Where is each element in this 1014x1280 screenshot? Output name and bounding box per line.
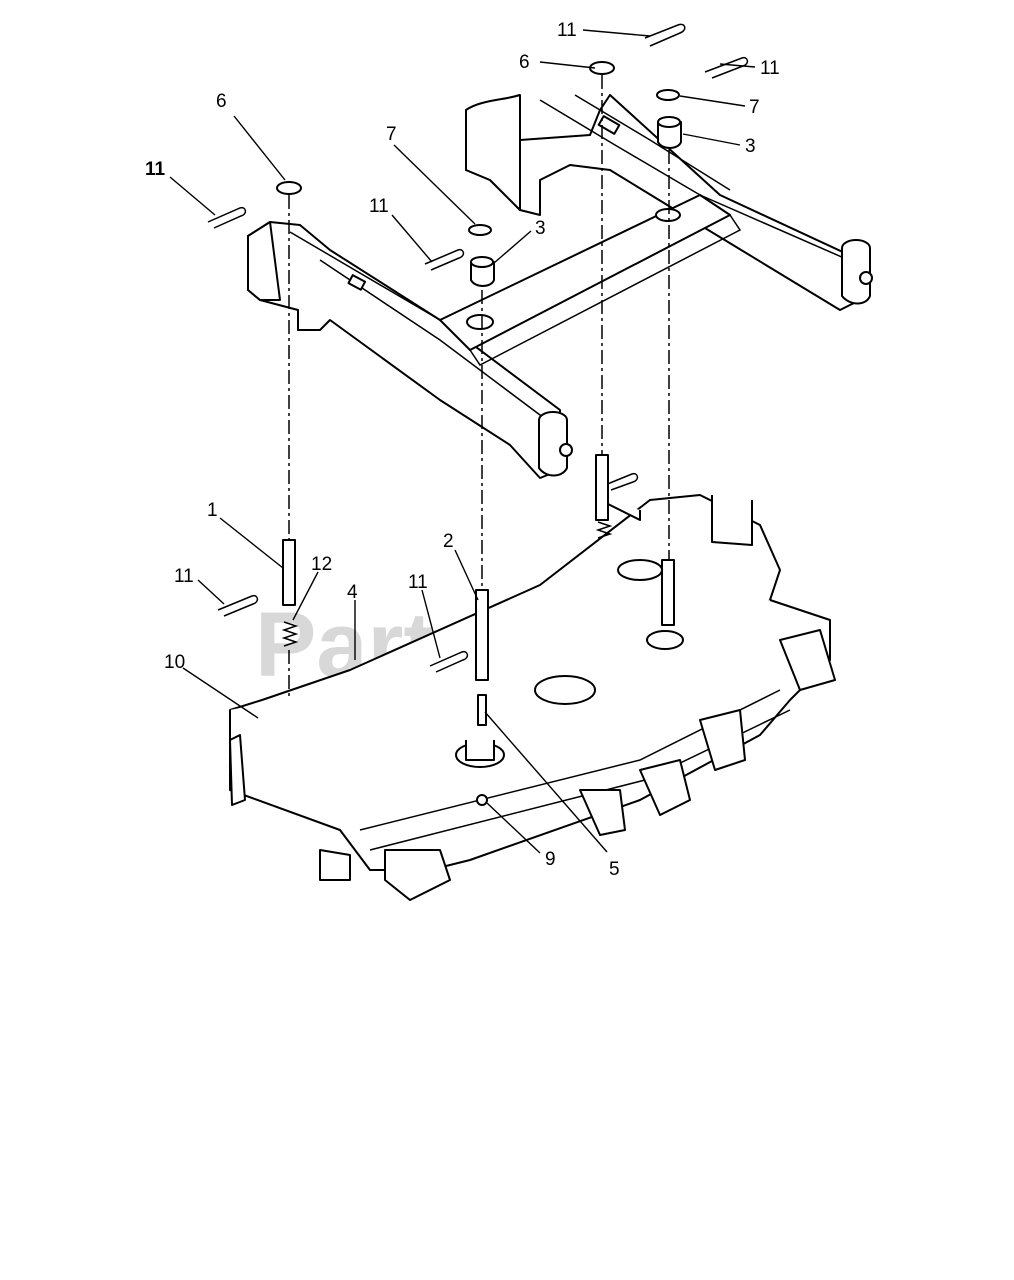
callout-2: 2 xyxy=(443,531,454,552)
callout-12: 12 xyxy=(311,554,332,575)
callout-3-topright: 3 xyxy=(745,136,756,157)
callout-7-mid: 7 xyxy=(386,124,397,145)
hairpin-clip-right xyxy=(604,472,639,491)
hairpin-clip-lower xyxy=(217,594,259,617)
callout-11-left: 11 xyxy=(145,159,166,180)
callout-6-left: 6 xyxy=(216,91,227,112)
height-pin-1 xyxy=(282,539,296,606)
bushing-3-topright xyxy=(657,121,682,149)
callout-1: 1 xyxy=(207,500,218,521)
hardware xyxy=(207,23,749,806)
callout-6-top: 6 xyxy=(519,52,530,73)
leader-lines xyxy=(169,29,756,854)
height-pin-right xyxy=(661,559,675,626)
washer-7-mid xyxy=(468,224,492,236)
height-pin-rear xyxy=(595,454,609,521)
callout-7-topright: 7 xyxy=(749,97,760,118)
callout-11-mid: 11 xyxy=(369,196,389,217)
spring-rear xyxy=(595,521,613,539)
callouts: 11 6 11 7 3 6 11 7 11 3 1 12 11 2 4 11 1… xyxy=(145,20,780,880)
clevis-pin-5 xyxy=(477,694,487,726)
hairpin-clip-mid xyxy=(424,248,465,271)
alignment-lines xyxy=(288,75,670,700)
spring-12 xyxy=(281,621,299,647)
washer-6-left xyxy=(276,181,302,195)
callout-10: 10 xyxy=(164,652,185,673)
callout-11-top: 11 xyxy=(557,20,577,41)
washer-7-topright xyxy=(656,89,680,101)
callout-11-lower: 11 xyxy=(174,566,194,587)
hairpin-clip-deck xyxy=(429,650,469,673)
mower-deck xyxy=(229,494,836,901)
callout-11-topright: 11 xyxy=(760,58,780,79)
callout-11-deck: 11 xyxy=(408,572,428,593)
callout-5: 5 xyxy=(609,859,620,880)
front-hanger-bracket xyxy=(247,194,742,479)
rear-hanger-bracket xyxy=(465,94,873,311)
callout-3-mid: 3 xyxy=(535,218,546,239)
height-pin-2 xyxy=(475,589,489,681)
hairpin-clip-topright xyxy=(704,56,749,79)
fastener-9 xyxy=(476,794,488,806)
bushing-3-mid xyxy=(470,261,495,287)
callout-4: 4 xyxy=(347,582,358,603)
hairpin-clip-left xyxy=(207,206,247,229)
callout-9: 9 xyxy=(545,849,556,870)
hairpin-clip-top xyxy=(644,23,686,47)
